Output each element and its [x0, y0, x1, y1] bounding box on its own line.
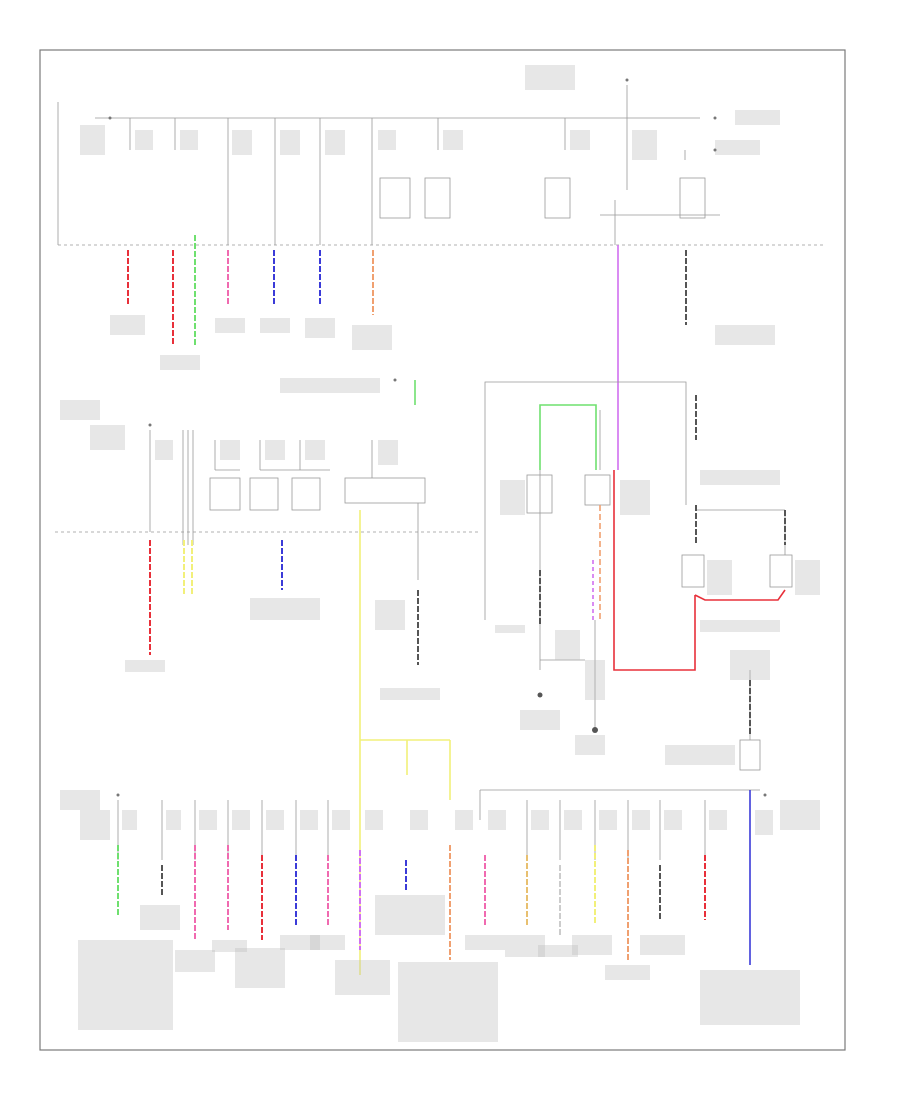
middle-left-fuse-block — [55, 430, 480, 580]
bottom-wires — [117, 790, 751, 965]
middle-left-wires — [149, 380, 451, 975]
top-wires — [127, 235, 687, 470]
top-labels — [80, 65, 780, 370]
right-middle-wires — [539, 395, 786, 735]
connector-marks — [108, 78, 767, 797]
top-fuse-block — [57, 85, 825, 246]
diagram-frame — [39, 49, 846, 1051]
middle-left-labels — [60, 378, 440, 700]
right-middle-labels — [495, 470, 820, 765]
bottom-labels — [60, 790, 820, 1042]
